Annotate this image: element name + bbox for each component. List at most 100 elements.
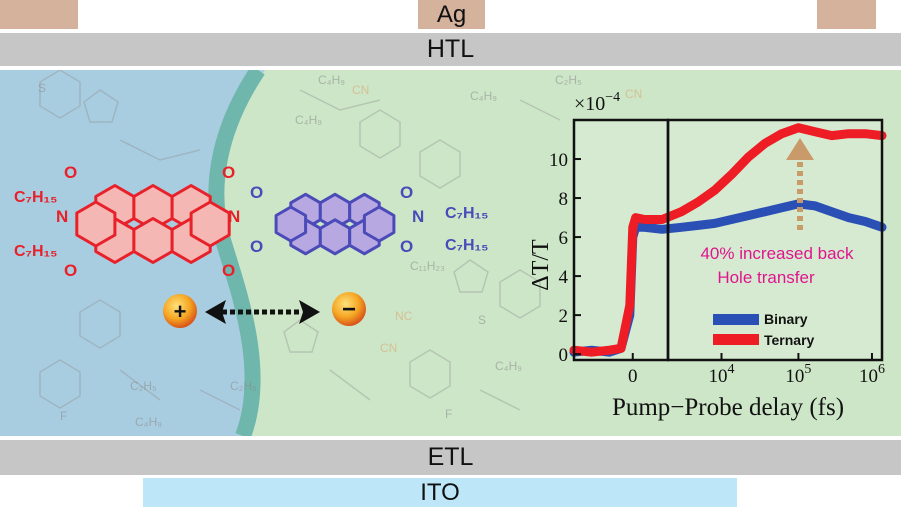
series-point-binary: [660, 227, 665, 232]
background-molecules: [39, 70, 561, 411]
red-pdi-molecule: [75, 184, 231, 264]
series-point-ternary: [779, 131, 784, 136]
n-label-red: N: [56, 207, 68, 226]
series-point-ternary: [589, 350, 594, 355]
ag-electrode-left: [0, 0, 78, 29]
series-point-ternary: [796, 125, 801, 130]
y-tick-label: 4: [559, 267, 569, 288]
series-point-ternary: [829, 133, 834, 138]
label-nc: NC: [395, 309, 413, 323]
o-label-8: O: [400, 237, 413, 256]
y-tick-label: 2: [559, 306, 569, 327]
label-c4h9-2: C₄H₉: [295, 113, 322, 127]
o-label-6: O: [250, 237, 263, 256]
x-tick-label: 105: [785, 362, 811, 387]
label-c4h9-4: C₄H₉: [135, 415, 162, 429]
n-label-blue: N: [412, 207, 424, 226]
series-point-binary: [829, 209, 834, 214]
label-c4h9-5: C₄H₉: [495, 359, 522, 373]
series-point-binary: [712, 221, 717, 226]
o-label-1: O: [64, 163, 77, 182]
label-cn-1: CN: [352, 83, 369, 97]
y-tick-label: 0: [559, 345, 569, 366]
red-pdi-ring: [132, 217, 174, 264]
series-point-binary: [813, 203, 818, 208]
series-point-ternary: [696, 200, 701, 204]
series-point-binary: [779, 205, 784, 210]
ag-electrode-right: [817, 0, 876, 29]
series-point-ternary: [863, 131, 868, 136]
blue-pdi-ring: [318, 218, 352, 256]
y-multiplier: ×10−4: [574, 90, 620, 115]
molecule-labels: N N N C₇H₁₅ C₇H₁₅ C₇H₁₅ C₇H₁₅ O O O O O …: [14, 163, 488, 280]
series-ternary: [569, 123, 887, 357]
series-point-binary: [863, 219, 868, 224]
series-point-ternary: [627, 303, 632, 308]
series-point-ternary: [679, 209, 684, 214]
series-point-binary: [729, 217, 734, 222]
alkyl-top-left: C₇H₁₅: [14, 189, 57, 206]
o-label-2: O: [64, 261, 77, 280]
legend-swatch-binary: [713, 314, 759, 325]
active-layer-diagram: C₄H₉ C₄H₉ C₄H₉ C₂H₅ C₂H₅ C₂H₅ C₄H₉ C₁₁H₂…: [0, 70, 901, 436]
series-point-ternary: [619, 346, 623, 351]
alkyl-top-right: C₇H₁₅: [445, 205, 488, 222]
o-label-5: O: [250, 183, 263, 202]
alkyl-bottom-right: C₇H₁₅: [445, 237, 488, 254]
background-labels: C₄H₉ C₄H₉ C₄H₉ C₂H₅ C₂H₅ C₂H₅ C₄H₉ C₁₁H₂…: [38, 73, 642, 429]
alkyl-bottom-left: C₇H₁₅: [14, 243, 57, 260]
series-point-binary: [679, 225, 684, 230]
o-label-4: O: [222, 261, 235, 280]
blue-pdi-molecule: [274, 192, 396, 256]
charge-transfer-arrow: [205, 300, 320, 324]
series-point-ternary: [729, 172, 734, 177]
label-c11h23: C₁₁H₂₃: [410, 259, 445, 273]
series-point-binary: [642, 225, 647, 230]
electron-symbol: −: [342, 296, 356, 323]
label-c4h9-1: C₄H₉: [318, 73, 345, 87]
y-tick-label: 8: [559, 189, 569, 210]
y-axis-label: ΔT/T: [528, 239, 554, 291]
y-multiplier-exp: −4: [605, 90, 620, 105]
increase-arrow: [786, 138, 814, 230]
series-point-ternary: [607, 348, 612, 353]
label-s-1: S: [38, 81, 46, 95]
series-point-binary: [746, 213, 751, 218]
y-multiplier-base: ×10: [574, 93, 605, 115]
y-tick-label: 10: [549, 150, 568, 171]
y-tick-label: 6: [559, 228, 569, 249]
series-point-ternary: [630, 225, 635, 230]
legend-label-binary: Binary: [764, 311, 808, 327]
ag-electrode-label: Ag: [418, 0, 485, 29]
x-tick-label: 104: [709, 362, 735, 387]
series-point-binary: [696, 223, 701, 228]
ito-layer: ITO: [143, 478, 737, 507]
o-label-3: O: [222, 163, 235, 182]
series-point-ternary: [763, 141, 767, 146]
series-point-ternary: [660, 217, 665, 222]
series-point-ternary: [813, 129, 818, 134]
legend-swatch-ternary: [713, 334, 759, 345]
series-point-ternary: [712, 188, 717, 193]
series-point-binary: [763, 209, 767, 214]
label-f-2: F: [445, 407, 452, 421]
label-c4h9-3: C₄H₉: [470, 89, 497, 103]
red-pdi-ring: [75, 200, 117, 248]
series-point-ternary: [746, 155, 751, 160]
red-pdi-ring: [189, 200, 231, 248]
electron-charge: −: [332, 292, 366, 326]
label-c2h5-2: C₂H₅: [130, 379, 157, 393]
series-point-ternary: [633, 215, 638, 220]
legend-label-ternary: Ternary: [764, 332, 815, 348]
series-point-ternary: [642, 217, 647, 222]
label-f-1: F: [60, 409, 67, 423]
label-cn-2: CN: [625, 87, 642, 101]
label-cn-3: CN: [380, 341, 397, 355]
etl-layer: ETL: [0, 440, 901, 475]
label-c2h5-3: C₂H₅: [230, 379, 257, 393]
x-axis-label: Pump−Probe delay (fs): [612, 394, 844, 421]
annotation-line-2: Hole transfer: [717, 268, 815, 287]
x-tick-label: 106: [859, 362, 885, 387]
label-s-2: S: [478, 313, 486, 327]
